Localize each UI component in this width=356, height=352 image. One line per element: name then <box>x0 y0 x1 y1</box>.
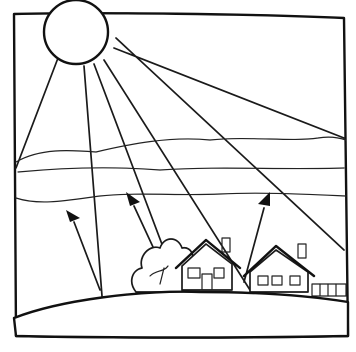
sun-icon <box>44 0 108 64</box>
ground <box>14 292 348 338</box>
house-icon <box>176 238 240 290</box>
up-arrow-icon <box>66 210 100 290</box>
cloud-band-icon <box>16 137 346 202</box>
house-icon <box>244 244 314 292</box>
fence <box>312 284 346 296</box>
sun-ray <box>84 66 102 296</box>
sun-ray <box>116 38 344 250</box>
sun-ray <box>114 48 344 138</box>
